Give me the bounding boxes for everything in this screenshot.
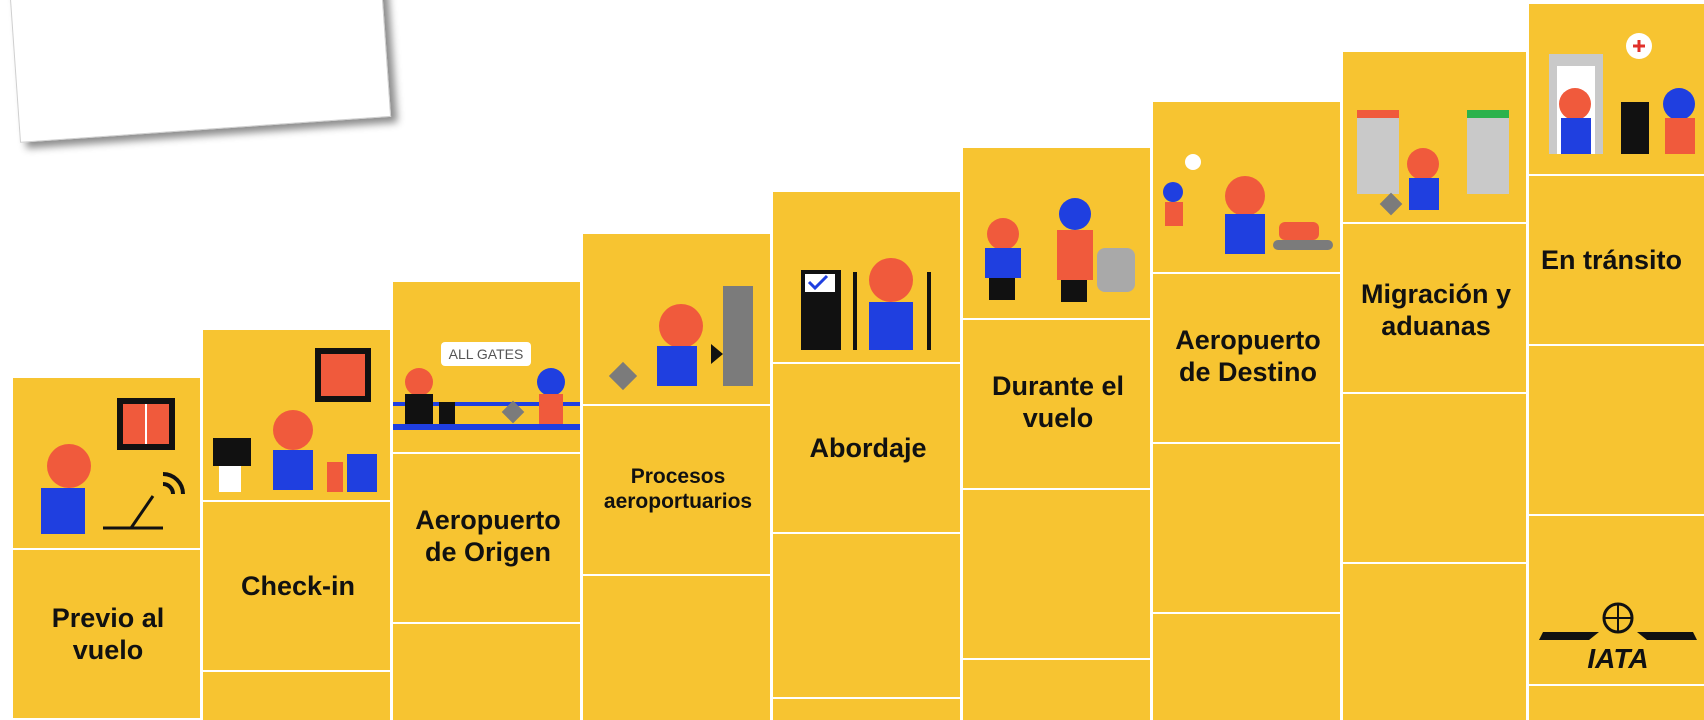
step-label: En tránsito — [1541, 245, 1683, 275]
step-label: Abordaje — [809, 433, 927, 463]
airport-destination-illustration — [1163, 154, 1333, 254]
step-label: Check-in — [240, 571, 356, 601]
step-migracion-y-aduanas: Migración y aduanas — [1340, 52, 1529, 720]
step-aeropuerto-de-origen: ALL GATES Aeropuerto de Origen — [390, 282, 583, 720]
step-aeropuerto-de-destino: Aeropuerto de Destino — [1150, 102, 1343, 720]
step-label: Durante el vuelo — [991, 371, 1125, 434]
blank-note-card — [8, 0, 392, 143]
all-gates-sign: ALL GATES — [449, 346, 524, 362]
step-abordaje: Abordaje — [770, 192, 963, 720]
iata-logo: IATA — [1539, 602, 1697, 674]
step-check-in: Check-in — [200, 330, 393, 720]
svg-text:IATA: IATA — [1587, 643, 1648, 674]
step-label: Aeropuerto de Origen — [415, 505, 561, 568]
customs-illustration — [1357, 110, 1509, 216]
transit-illustration — [1549, 33, 1695, 154]
in-flight-illustration — [985, 198, 1135, 302]
step-label: Procesos aeroportuarios — [603, 465, 753, 514]
step-label: Aeropuerto de Destino — [1175, 325, 1321, 388]
airport-processes-illustration — [608, 286, 753, 391]
step-previo-al-vuelo: Previo al vuelo — [10, 378, 203, 720]
step-en-transito: En tránsito IATA — [1526, 4, 1704, 720]
boarding-illustration — [801, 258, 931, 350]
airport-origin-illustration: ALL GATES — [393, 342, 583, 430]
step-label: Migración y aduanas — [1360, 279, 1512, 342]
step-procesos-aeroportuarios: Procesos aeroportuarios — [580, 234, 773, 720]
step-durante-el-vuelo: Durante el vuelo — [960, 148, 1153, 720]
check-in-illustration — [213, 348, 377, 492]
step-label: Previo al vuelo — [51, 603, 165, 666]
laptop-traveler-illustration — [41, 398, 185, 534]
